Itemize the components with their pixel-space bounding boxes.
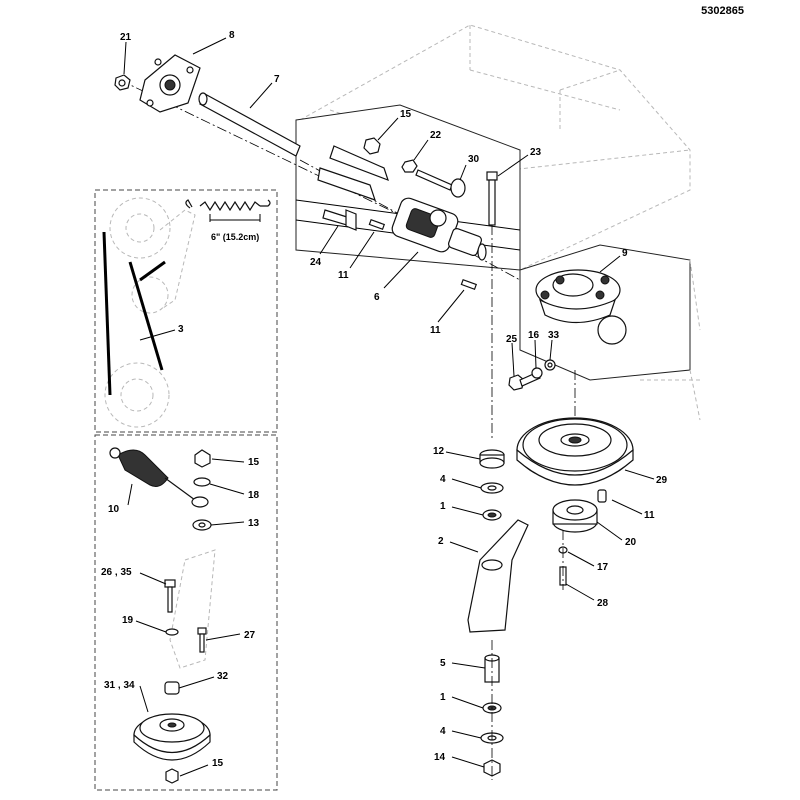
part-label: 31 , 34 [104,680,135,691]
idler-arm-stack [467,449,529,780]
part-label: 15 [400,109,412,120]
part-label: 1 [440,501,446,512]
tensioner-detail-box [94,434,278,791]
leader-lines [123,37,655,777]
part-label: 32 [217,671,229,682]
part-label: 15 [212,758,224,769]
part-label: 25 [506,334,518,345]
part-label: 18 [248,490,260,501]
part-label: 28 [597,598,609,609]
part-label: 30 [468,154,480,165]
part-label: 15 [248,457,260,468]
drawing-number: 5302865 [701,5,744,17]
part-label: 17 [597,562,609,573]
part-label: 4 [440,726,446,737]
part-label: 8 [229,30,235,41]
part-label: 6 [374,292,380,303]
gearbox [535,269,621,324]
part-label: 22 [430,130,442,141]
part-label: 27 [244,630,256,641]
part-label: 33 [548,330,560,341]
part-label: 1 [440,692,446,703]
part-label: 20 [625,537,637,548]
part-label: 29 [656,475,668,486]
part-label: 9 [622,248,628,259]
part-label: 16 [528,330,540,341]
part-label: 7 [274,74,280,85]
part-label: 12 [433,446,445,457]
part-label: 26 , 35 [101,567,132,578]
pulley-hub [552,489,607,590]
callout-labels: 21 8 7 15 22 30 23 9 24 11 6 11 25 16 33… [101,30,668,769]
part-label: 14 [434,752,446,763]
part-label: 21 [120,32,132,43]
part-label: 19 [122,615,134,626]
part-label: 13 [248,518,260,529]
large-pulley [516,417,634,486]
part-label: 3 [178,324,184,335]
part-label: 10 [108,504,120,515]
part-label: 11 [644,510,655,521]
coupling-assembly [299,137,521,440]
spring-dimension-label: 6" (15.2cm) [211,232,259,242]
belt-routing-box [94,189,278,433]
part-label: 11 [430,325,441,336]
part-label: 5 [440,658,446,669]
drive-shaft-assembly [114,54,401,216]
part-label: 2 [438,536,444,547]
part-label: 23 [530,147,542,158]
part-label: 4 [440,474,446,485]
part-label: 24 [310,257,322,268]
part-label: 11 [338,270,349,281]
spring [199,200,261,212]
